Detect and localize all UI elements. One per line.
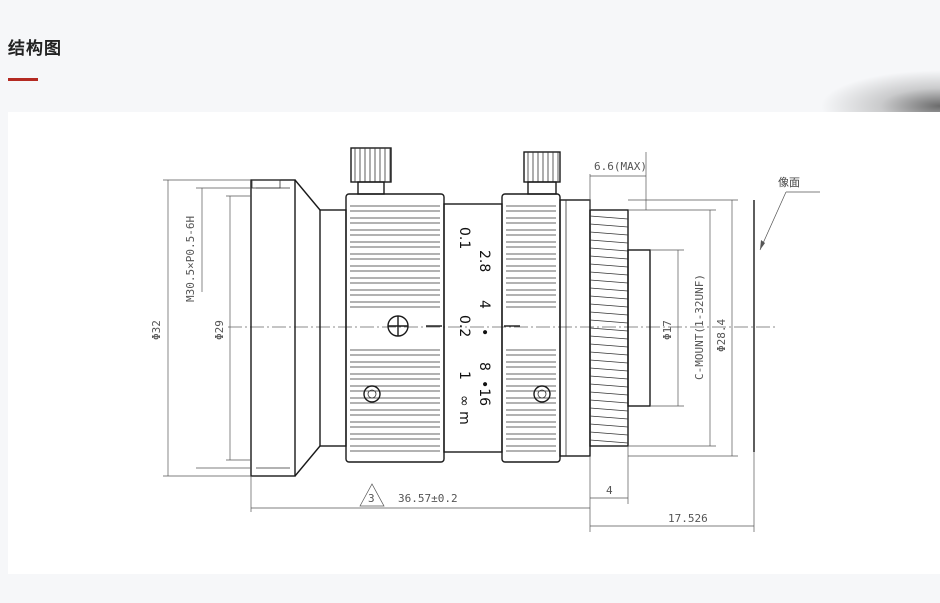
focus-scale-inf: ∞ m [456, 395, 472, 425]
dim-c-mount: C-MOUNT(1-32UNF) [628, 209, 716, 447]
dim-flange-max-text: 6.6(MAX) [594, 160, 647, 173]
aperture-scale-dot: • [476, 328, 492, 336]
rear-body [559, 199, 591, 457]
dim-c-mount-text: C-MOUNT(1-32UNF) [693, 274, 706, 380]
lock-screw-left [363, 385, 381, 403]
dim-front-thread-text: M30.5×P0.5-6H [184, 216, 197, 302]
focus-scale-01: 0.1 [456, 227, 472, 249]
focus-ring [345, 193, 445, 463]
focus-scale-02: 0.2 [456, 315, 472, 337]
aperture-scale-4: 4 [476, 300, 492, 309]
focus-knob [350, 147, 392, 195]
lock-screw-right [533, 385, 551, 403]
section-title: 结构图 [8, 39, 62, 59]
dim-back-focus: 17.526 [589, 452, 755, 532]
dim-mount-length-text: 4 [606, 484, 613, 497]
aperture-scale-8: 8 [476, 362, 492, 371]
dim-total-length: 3 36.57±0.2 [250, 456, 591, 512]
dim-total-length-text: 36.57±0.2 [398, 492, 458, 505]
dim-outer-diameter: Φ32 [150, 179, 251, 477]
note-marker-text: 3 [368, 492, 375, 505]
dim-mount-dia-text: Φ28.4 [715, 319, 728, 352]
dim-mount-length: 4 [590, 446, 629, 504]
title-underline [8, 78, 38, 81]
dim-back-focus-text: 17.526 [668, 512, 708, 525]
rear-tube [627, 249, 651, 407]
focus-scale: 0.1 0.2 1 ∞ m [456, 227, 472, 425]
aperture-scale-16: •16 [476, 380, 492, 406]
front-hood [250, 179, 347, 477]
aperture-knob [523, 151, 561, 195]
focus-scale-1: 1 [456, 371, 472, 380]
lens-structure-drawing: 0.1 0.2 1 ∞ m 2.8 4 • 8 •16 像面 Φ32 M30.5… [150, 147, 820, 532]
dim-mount-diameter: Φ28.4 [628, 199, 738, 457]
aperture-scale: 2.8 4 • 8 •16 [476, 250, 492, 406]
aperture-ring [501, 193, 561, 463]
image-plane-label: 像面 [778, 176, 800, 189]
aperture-scale-28: 2.8 [476, 250, 492, 272]
dim-flange-max: 6.6(MAX) [589, 152, 647, 210]
structure-diagram-panel: 0.1 0.2 1 ∞ m 2.8 4 • 8 •16 像面 Φ32 M30.5… [8, 112, 940, 574]
note-triangle-marker [359, 483, 385, 507]
dim-rear-diameter: Φ17 [650, 249, 684, 407]
dim-outer-dia-text: Φ32 [150, 320, 163, 340]
dim-front-thread: M30.5×P0.5-6H [184, 187, 251, 469]
lock-screw-cross [387, 315, 409, 337]
center-barrel [443, 203, 503, 453]
dim-rear-dia-text: Φ17 [661, 320, 674, 340]
dim-inner-dia-text: Φ29 [213, 320, 226, 340]
image-plane: 像面 [753, 176, 820, 452]
dim-inner-diameter: Φ29 [213, 195, 251, 461]
c-mount-thread [589, 209, 629, 447]
